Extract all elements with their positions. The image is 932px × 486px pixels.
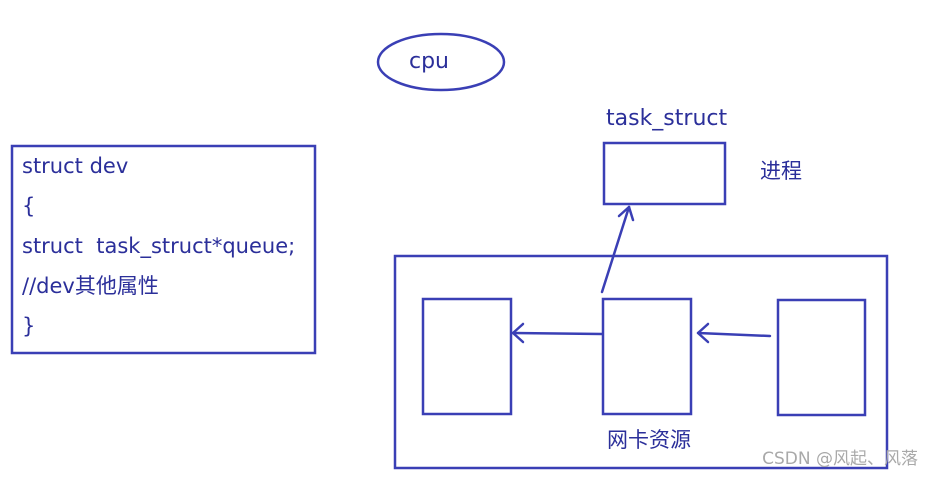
code-line: } — [22, 314, 36, 338]
code-line: { — [22, 194, 36, 218]
task-struct-box — [602, 141, 727, 206]
arrow-middle-to-task-struct — [600, 205, 635, 294]
nic-resource-box — [393, 254, 889, 470]
code-line: //dev其他属性 — [22, 274, 159, 298]
cpu-ellipse — [376, 32, 506, 92]
cpu-label: cpu — [409, 49, 450, 74]
arrow-right-to-middle — [696, 322, 772, 344]
process-label: 进程 — [760, 159, 802, 183]
task-struct-label: task_struct — [606, 106, 728, 131]
nic-resource-label: 网卡资源 — [607, 428, 691, 452]
queue-box-left — [421, 297, 513, 416]
queue-box-middle — [601, 297, 693, 416]
code-line: struct task_struct*queue; — [22, 234, 296, 258]
arrow-middle-to-left — [511, 322, 604, 344]
code-block-box — [10, 144, 317, 355]
code-line: struct dev — [22, 154, 129, 178]
watermark-text: CSDN @风起、风落 — [762, 449, 918, 469]
queue-box-right — [776, 298, 867, 417]
